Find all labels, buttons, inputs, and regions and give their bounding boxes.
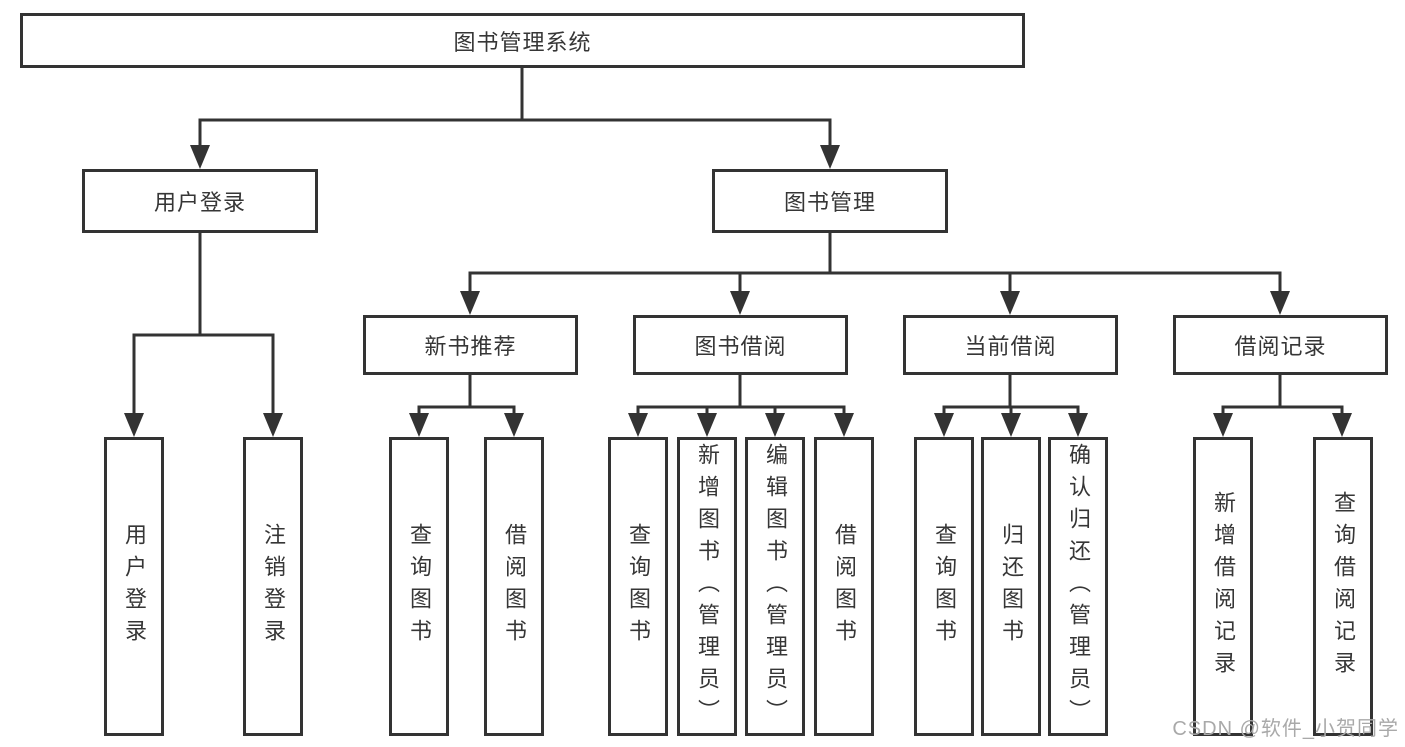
node-label: 查询图书 xyxy=(407,522,432,651)
node-label: 用户登录 xyxy=(122,522,147,651)
leaf-borrow-books-recommend: 借阅图书 xyxy=(484,437,544,736)
node-label: 当前借阅 xyxy=(964,334,1057,359)
node-label: 编辑图书（管理员） xyxy=(763,442,788,731)
node-book-management: 图书管理 xyxy=(712,169,948,233)
node-label: 用户登录 xyxy=(153,190,246,215)
node-new-book-recommend: 新书推荐 xyxy=(363,315,578,375)
leaf-query-books-borrow: 查询图书 xyxy=(608,437,668,736)
node-user-login: 用户登录 xyxy=(82,169,318,233)
leaf-user-login: 用户登录 xyxy=(104,437,164,736)
node-label: 查询借阅记录 xyxy=(1331,490,1356,683)
node-label: 新书推荐 xyxy=(424,334,517,359)
leaf-add-book-admin: 新增图书（管理员） xyxy=(677,437,737,736)
node-label: 借阅图书 xyxy=(502,522,527,651)
leaf-return-books: 归还图书 xyxy=(981,437,1041,736)
leaf-query-books-recommend: 查询图书 xyxy=(389,437,449,736)
node-borrowing-records: 借阅记录 xyxy=(1173,315,1388,375)
connector-user-login-to-leaves xyxy=(124,233,283,437)
node-label: 图书管理系统 xyxy=(453,29,592,55)
leaf-add-borrow-record: 新增借阅记录 xyxy=(1193,437,1253,736)
node-label: 新增借阅记录 xyxy=(1211,490,1236,683)
leaf-logout: 注销登录 xyxy=(243,437,303,736)
connector-current-borrow-to-leaves xyxy=(934,375,1088,437)
node-label: 借阅记录 xyxy=(1234,334,1327,359)
leaf-confirm-return-admin: 确认归还（管理员） xyxy=(1048,437,1108,736)
node-label: 查询图书 xyxy=(626,522,651,651)
node-library-management-system: 图书管理系统 xyxy=(20,13,1025,68)
node-label: 查询图书 xyxy=(932,522,957,651)
node-label: 图书管理 xyxy=(783,190,876,215)
leaf-borrow-books: 借阅图书 xyxy=(814,437,874,736)
node-label: 新增图书（管理员） xyxy=(695,442,720,731)
connector-new-book-to-leaves xyxy=(409,375,524,437)
node-label: 注销登录 xyxy=(261,522,286,651)
connector-book-borrow-to-leaves xyxy=(628,375,854,437)
leaf-query-borrow-record: 查询借阅记录 xyxy=(1313,437,1373,736)
node-label: 借阅图书 xyxy=(832,522,857,651)
watermark: CSDN @软件_小贺同学 xyxy=(1172,718,1399,740)
node-label: 图书借阅 xyxy=(694,334,787,359)
node-book-borrowing: 图书借阅 xyxy=(633,315,848,375)
connector-book-management-to-level3 xyxy=(460,233,1290,315)
node-label: 确认归还（管理员） xyxy=(1066,442,1091,731)
node-current-borrowing: 当前借阅 xyxy=(903,315,1118,375)
node-label: 归还图书 xyxy=(999,522,1024,651)
connector-root-to-level2 xyxy=(190,68,840,169)
leaf-query-books-current: 查询图书 xyxy=(914,437,974,736)
connector-borrow-records-to-leaves xyxy=(1213,375,1352,437)
leaf-edit-book-admin: 编辑图书（管理员） xyxy=(745,437,805,736)
